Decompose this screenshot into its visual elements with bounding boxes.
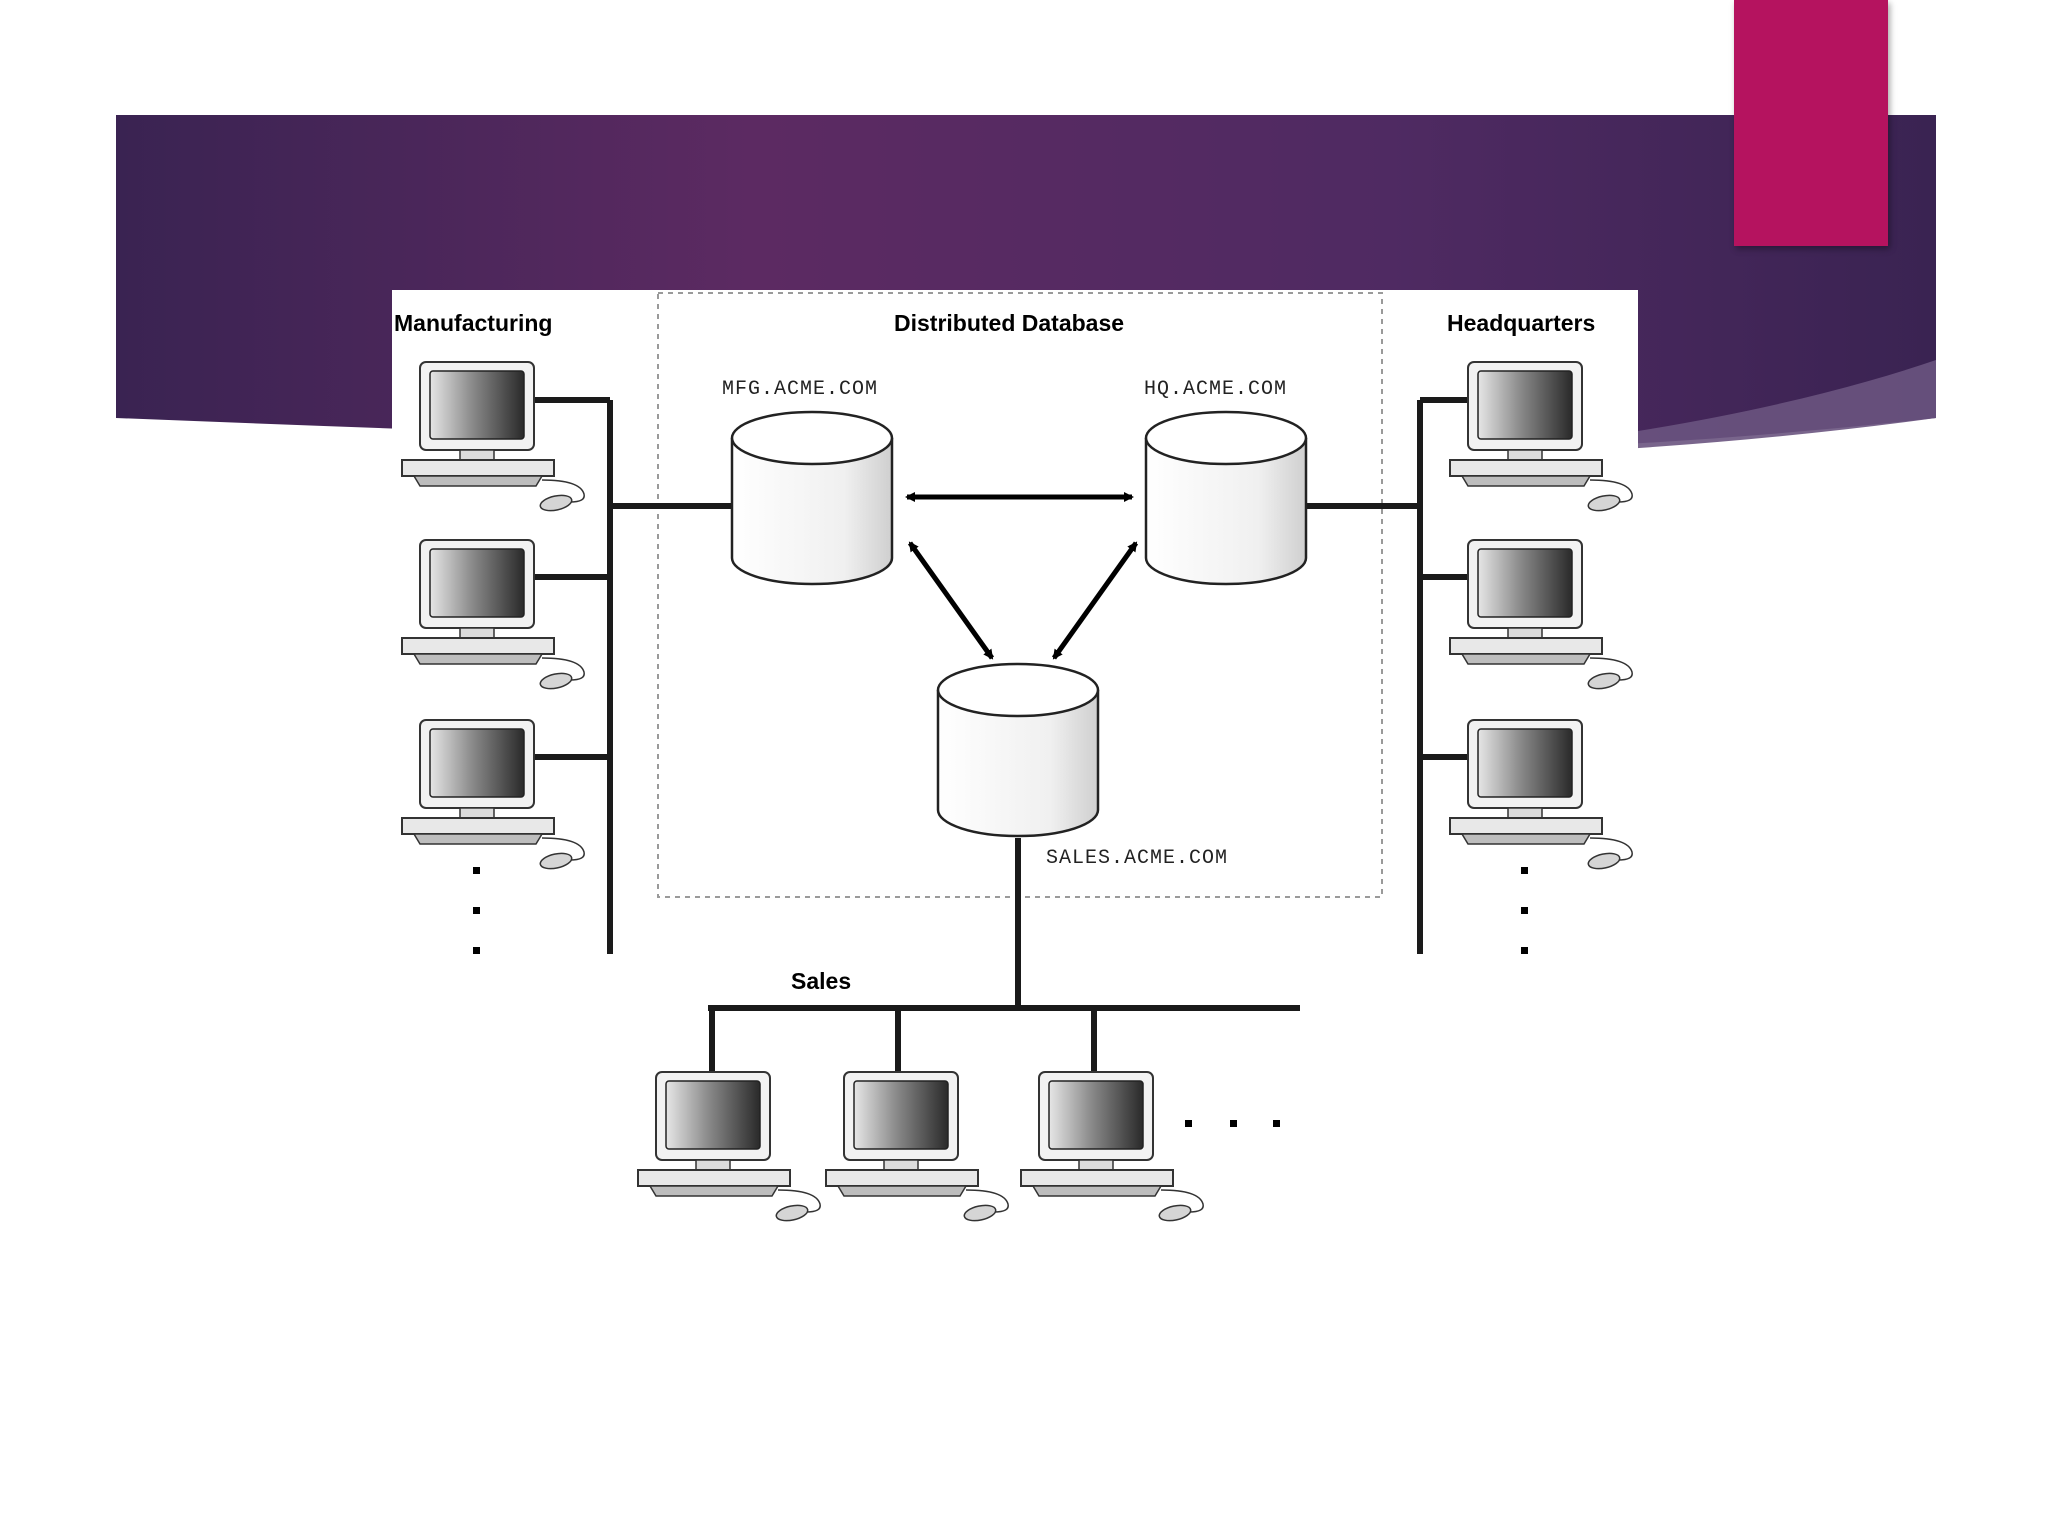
desktop-computer-icon bbox=[401, 361, 586, 515]
desktop-computer-icon bbox=[1449, 539, 1634, 693]
mfg-sales-arrow bbox=[907, 541, 995, 660]
database-cylinder-icon bbox=[730, 410, 894, 586]
desktop-computer-icon bbox=[401, 539, 586, 693]
headquarters-label: Headquarters bbox=[1447, 310, 1596, 336]
sales-label: Sales bbox=[791, 968, 852, 994]
diagram-panel: Manufacturing Distributed Database Headq… bbox=[392, 290, 1638, 1250]
sales-network bbox=[708, 838, 1300, 1072]
hq-database-label: HQ.ACME.COM bbox=[1144, 378, 1288, 401]
database-cylinder-icon bbox=[1144, 410, 1308, 586]
network-diagram bbox=[401, 292, 1634, 1225]
desktop-computer-icon bbox=[637, 1071, 822, 1225]
ellipsis-icon bbox=[473, 867, 480, 954]
desktop-computer-icon bbox=[1449, 719, 1634, 873]
manufacturing-network bbox=[532, 397, 732, 954]
ellipsis-icon bbox=[1521, 867, 1528, 954]
hq-sales-arrow bbox=[1051, 541, 1139, 660]
desktop-computer-icon bbox=[1020, 1071, 1205, 1225]
database-cylinder-icon bbox=[936, 662, 1100, 838]
ellipsis-icon bbox=[1185, 1120, 1280, 1127]
distributed-database-title: Distributed Database bbox=[894, 310, 1125, 336]
sales-database-label: SALES.ACME.COM bbox=[1046, 847, 1229, 870]
manufacturing-label: Manufacturing bbox=[394, 310, 553, 336]
accent-tab bbox=[1734, 0, 1888, 246]
desktop-computer-icon bbox=[1449, 361, 1634, 515]
desktop-computer-icon bbox=[825, 1071, 1010, 1225]
headquarters-network bbox=[1306, 397, 1474, 954]
mfg-database-label: MFG.ACME.COM bbox=[722, 378, 879, 401]
desktop-computer-icon bbox=[401, 719, 586, 873]
